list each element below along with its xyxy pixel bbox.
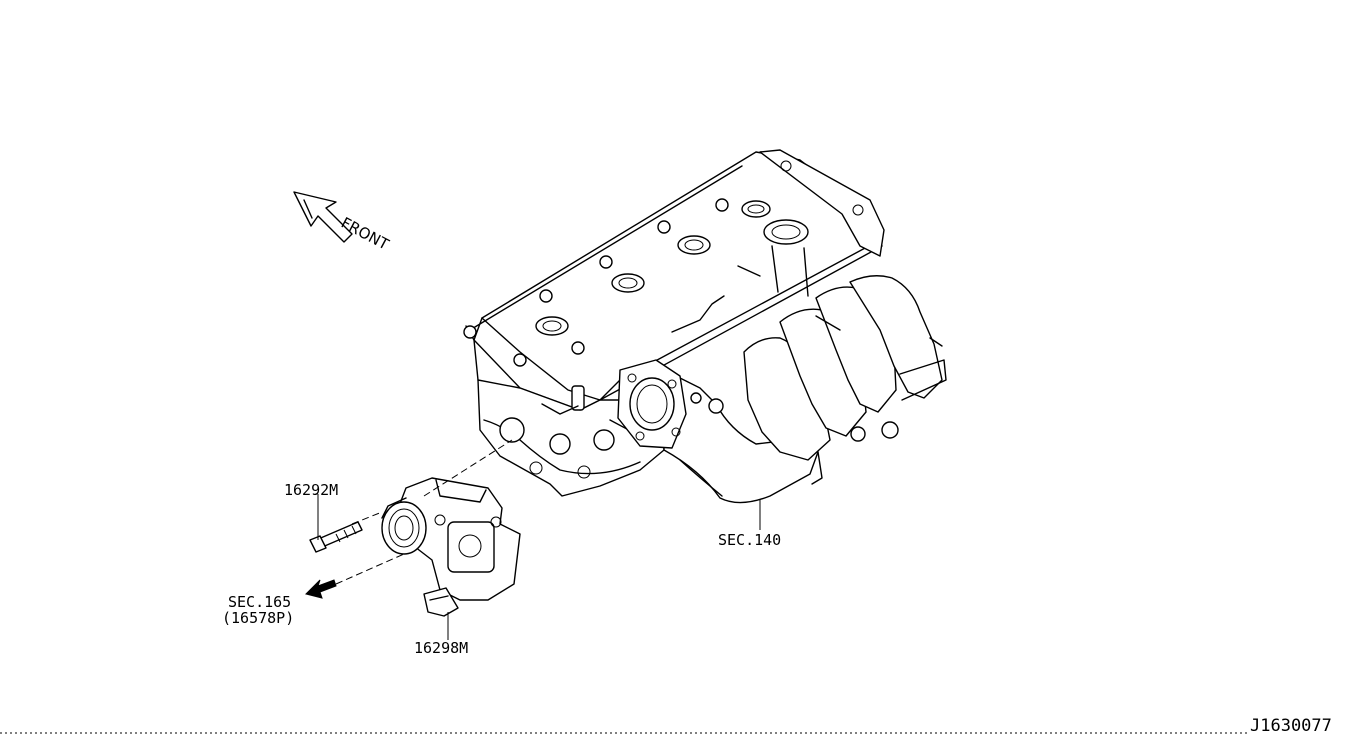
- front-label: FRONT: [338, 214, 392, 254]
- front-arrow-icon: [293, 191, 353, 243]
- callout-sec165: SEC.165: [228, 593, 291, 611]
- figure-id: J1630077: [1250, 716, 1332, 736]
- assembly-centerline: [351, 511, 383, 525]
- callout-sec140: SEC.140: [718, 531, 781, 549]
- callout-16578p: (16578P): [222, 609, 294, 627]
- assembly-centerline: [335, 553, 405, 585]
- bolt-illustration: [309, 521, 363, 553]
- callout-16292m: 16292M: [284, 481, 338, 499]
- intake-manifold-illustration: [617, 275, 947, 504]
- assembly-centerline: [423, 439, 513, 497]
- engine-head-illustration: [463, 149, 885, 497]
- throttle-chamber-illustration: [381, 477, 521, 617]
- callout-16298m: 16298M: [414, 639, 468, 657]
- sensor-direction-arrow-icon: [305, 579, 337, 599]
